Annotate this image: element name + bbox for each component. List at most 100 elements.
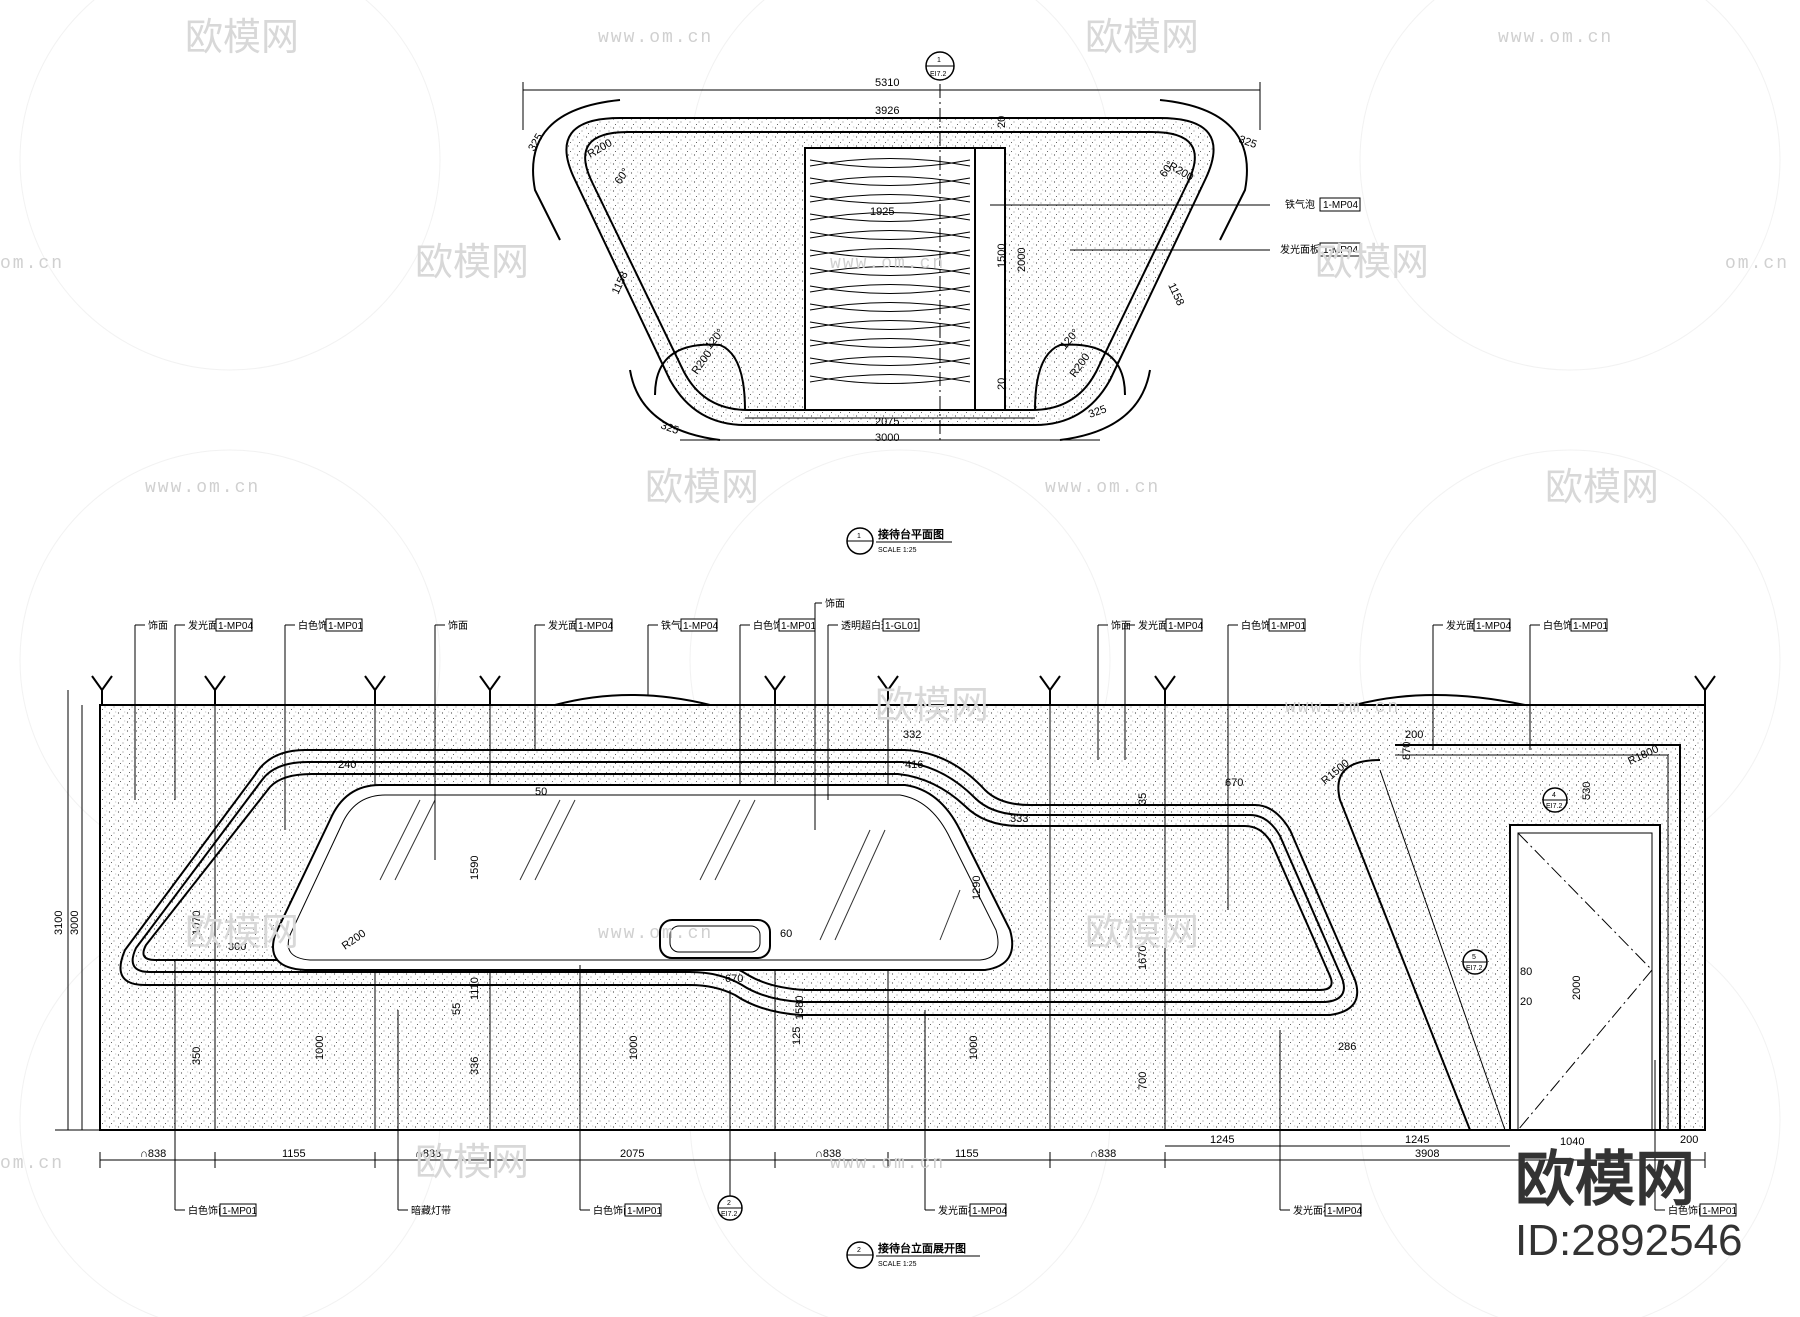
plan-dim-right-side: 1158 bbox=[1165, 281, 1186, 308]
elevation-opening-inner-1 bbox=[131, 761, 1345, 1003]
elevation-bottom-dim-2: 1155 bbox=[282, 1148, 306, 1160]
plan-cap-left bbox=[532, 99, 621, 241]
watermark-url-5: om.cn bbox=[1725, 254, 1789, 274]
plan-arc-bl: 325 bbox=[659, 420, 680, 438]
plan-view: 5310 3926 1925 2075 3000 1500 2000 20 20… bbox=[522, 51, 1361, 555]
elevation-marker-right-top-sheet: EI7.2 bbox=[1546, 803, 1562, 810]
elevation-marker-left-num: 2 bbox=[727, 1200, 731, 1207]
elevation-dim-2000: 2000 bbox=[1571, 976, 1583, 1000]
elevation-door-swing-2 bbox=[1517, 969, 1653, 1131]
watermark-url-10: om.cn bbox=[0, 1154, 64, 1174]
elevation-tag-8-code: 1-GL01 bbox=[885, 621, 919, 632]
plan-dim-center-width: 1925 bbox=[870, 206, 894, 218]
plan-title-number: 1 bbox=[857, 533, 861, 540]
elevation-bottom-tag-4-label: 发光面板 bbox=[938, 1204, 978, 1217]
watermark-url-7: www.om.cn bbox=[1045, 478, 1160, 498]
plan-tag-1-label: 铁气泡 bbox=[1285, 198, 1315, 211]
elevation-top-tags: 饰面 发光面板 1-MP04 白色饰面 1-MP01 饰面 发光面板 1-MP0… bbox=[134, 597, 1608, 910]
elevation-dim-1070: 1070 bbox=[191, 911, 203, 935]
elevation-dim-80: 80 bbox=[1520, 966, 1532, 978]
elevation-dim-240: 240 bbox=[338, 759, 356, 771]
elevation-tag-2-code: 1-MP04 bbox=[218, 621, 253, 632]
elevation-title: 接待台立面展开图 bbox=[878, 1241, 966, 1255]
plan-center-louvre bbox=[804, 147, 976, 411]
elevation-dim-125: 125 bbox=[791, 1027, 803, 1045]
plan-louvre-fins bbox=[809, 158, 971, 384]
elevation-right-diagonal bbox=[1337, 759, 1471, 1131]
elevation-handle-slot bbox=[659, 919, 771, 959]
elevation-dim-35: 35 bbox=[1137, 793, 1149, 805]
elevation-dim-1000c: 1000 bbox=[968, 1036, 980, 1060]
elevation-bottom-tag-2-label: 暗藏灯带 bbox=[411, 1204, 451, 1217]
elevation-tag-1-label: 饰面 bbox=[148, 619, 168, 632]
elevation-view: 3100 3000 240 332 416 333 670 870 200 15… bbox=[53, 597, 1737, 1269]
elevation-right-frame-inner bbox=[1379, 754, 1669, 1131]
watermark-url-9: www.om.cn bbox=[598, 924, 713, 944]
plan-dim-bottom-gap: 20 bbox=[996, 378, 1008, 390]
brand-stamp: 欧模网 ID:2892546 bbox=[1515, 1145, 1743, 1265]
elevation-dim-332: 332 bbox=[903, 729, 921, 741]
watermark-brand-8: 欧模网 bbox=[185, 912, 299, 954]
plan-cap-right bbox=[1159, 99, 1248, 241]
elevation-dim-333: 333 bbox=[1010, 813, 1028, 825]
elevation-bottom-dim-8: 1245 bbox=[1210, 1134, 1234, 1146]
elevation-dim-1000a: 1000 bbox=[314, 1036, 326, 1060]
watermark-brand-5: 欧模网 bbox=[645, 467, 759, 509]
elevation-dim-670-top: 670 bbox=[1225, 777, 1243, 789]
elevation-tag-4-label: 饰面 bbox=[448, 619, 468, 632]
elevation-dim-200: 200 bbox=[1405, 729, 1423, 741]
elevation-marker-right-mid-sheet: EI7.2 bbox=[1466, 965, 1482, 972]
elevation-glass-inner bbox=[287, 794, 999, 961]
elevation-bottom-tag-6-code: 1-MP01 bbox=[1702, 1206, 1737, 1217]
plan-dim-overall-top: 5310 bbox=[875, 77, 899, 89]
elevation-marker-left-sheet: EI7.2 bbox=[721, 1211, 737, 1218]
elevation-dim-20: 20 bbox=[1520, 996, 1532, 1008]
elevation-door-swing-1 bbox=[1517, 832, 1653, 971]
plan-dim-center-vertical-2: 2000 bbox=[1016, 248, 1028, 272]
plan-cap-br bbox=[1059, 369, 1151, 441]
elevation-tag-6-code: 1-MP04 bbox=[683, 621, 718, 632]
elevation-dim-55: 55 bbox=[451, 1003, 463, 1015]
elevation-dim-336: 336 bbox=[469, 1057, 481, 1075]
plan-scale: SCALE 1:25 bbox=[878, 547, 917, 554]
elevation-axis-marks bbox=[91, 675, 1716, 705]
elevation-opening-inner-2 bbox=[142, 773, 1333, 991]
watermark-url-4: www.om.cn bbox=[830, 254, 945, 274]
elevation-tag-10-code: 1-MP04 bbox=[1168, 621, 1203, 632]
elevation-dim-height-total: 3100 bbox=[53, 911, 65, 935]
plan-dim-bottom-inner: 2075 bbox=[875, 416, 899, 428]
elevation-dim-1040: 1040 bbox=[1560, 1136, 1584, 1148]
elevation-tag-7-code: 1-MP01 bbox=[781, 621, 816, 632]
plan-corner-arc-bl bbox=[654, 343, 746, 411]
elevation-title-number: 2 bbox=[857, 1247, 861, 1254]
plan-section-mark: 1 bbox=[937, 57, 941, 64]
elevation-dim-1670: 1670 bbox=[1137, 946, 1149, 970]
plan-inner-edge bbox=[584, 131, 1196, 411]
watermark-url-11: www.om.cn bbox=[830, 1154, 945, 1174]
elevation-bottom-dim-6: 1155 bbox=[955, 1148, 979, 1160]
elevation-tag-12-code: 1-MP04 bbox=[1476, 621, 1511, 632]
elevation-bottom-tag-3-label: 白色饰面 bbox=[593, 1204, 633, 1217]
elevation-bottom-dim-5: ∩838 bbox=[815, 1148, 841, 1160]
elevation-dim-1290: 1290 bbox=[971, 876, 983, 900]
elevation-tag-13-code: 1-MP01 bbox=[1573, 621, 1608, 632]
elevation-bottom-dim-4: 2075 bbox=[620, 1148, 644, 1160]
elevation-dim-530: 530 bbox=[1581, 782, 1593, 800]
watermark-url-3: om.cn bbox=[0, 254, 64, 274]
watermark-brand-10: 欧模网 bbox=[415, 1142, 529, 1184]
elevation-dim-286: 286 bbox=[1338, 1041, 1356, 1053]
elevation-marker-right-top-num: 4 bbox=[1552, 792, 1556, 799]
elevation-bottom-dim-11: 200 bbox=[1680, 1134, 1698, 1146]
elevation-bottom-tag-6-label: 白色饰面 bbox=[1668, 1204, 1708, 1217]
brand-large: 欧模网 bbox=[1515, 1145, 1695, 1215]
elevation-bottom-dim-3: ∩838 bbox=[415, 1148, 441, 1160]
plan-dim-bottom-overall: 3000 bbox=[875, 432, 899, 444]
elevation-dim-350: 350 bbox=[191, 1047, 203, 1065]
plan-dim-inner-top: 3926 bbox=[875, 105, 899, 117]
plan-dim-center-vertical: 1500 bbox=[996, 244, 1008, 268]
elevation-dim-300: 300 bbox=[228, 941, 246, 953]
elevation-bottom-tag-1-label: 白色饰面 bbox=[188, 1204, 228, 1217]
watermark-url-6: www.om.cn bbox=[145, 478, 260, 498]
elevation-door bbox=[1509, 824, 1661, 1131]
